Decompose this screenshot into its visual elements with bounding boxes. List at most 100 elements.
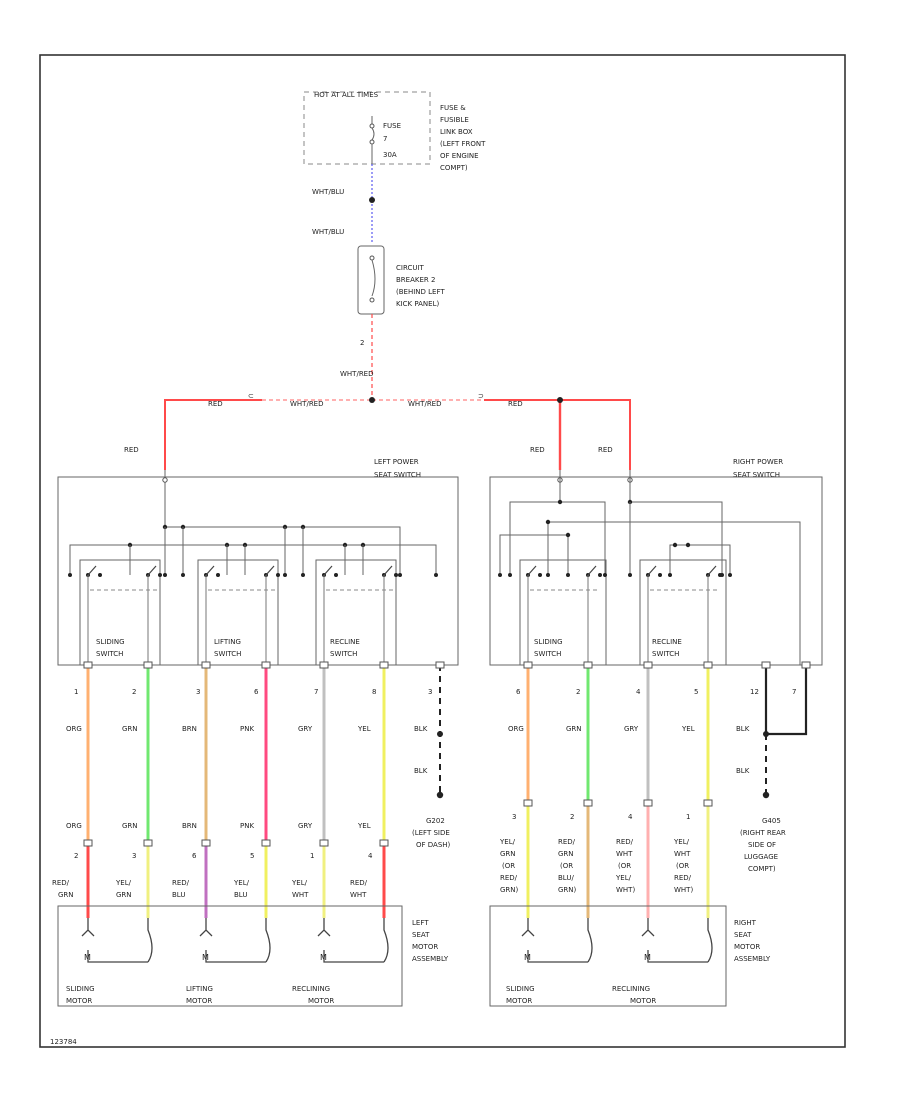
right-pin-bottom: 2 bbox=[570, 813, 574, 821]
motor-winding bbox=[87, 950, 148, 963]
svg-text:⊂: ⊂ bbox=[248, 392, 254, 400]
contact-arm bbox=[707, 565, 717, 576]
fuse-label: FUSE bbox=[383, 122, 401, 130]
contact-dot bbox=[668, 573, 672, 577]
svg-text:(OR: (OR bbox=[502, 862, 515, 870]
motor-terminal bbox=[383, 918, 389, 963]
contact-dot bbox=[158, 573, 162, 577]
left-pin-top: 2 bbox=[132, 688, 136, 696]
left-harness-wires bbox=[83, 661, 445, 918]
right-pin-top: 2 bbox=[576, 688, 580, 696]
ground-point bbox=[762, 791, 770, 799]
left-pin-bottom: 4 bbox=[368, 852, 373, 860]
contact-dot bbox=[163, 573, 167, 577]
left-feed-label: RED bbox=[124, 446, 139, 454]
left-pin-bottom: 5 bbox=[250, 852, 254, 860]
right-feed-label-1: RED bbox=[530, 446, 545, 454]
right-pin-top: 4 bbox=[636, 688, 641, 696]
left-pin-bottom: 2 bbox=[74, 852, 78, 860]
contact-dot bbox=[720, 573, 724, 577]
svg-text:WHT): WHT) bbox=[674, 886, 693, 894]
svg-text:SWITCH: SWITCH bbox=[96, 650, 123, 658]
right-pin-top: 12 bbox=[750, 688, 759, 696]
svg-text:RECLINING: RECLINING bbox=[292, 985, 330, 993]
wire-terminal bbox=[201, 839, 211, 847]
right-pin-top: 7 bbox=[792, 688, 796, 696]
svg-text:(OR: (OR bbox=[560, 862, 573, 870]
svg-text:RED/: RED/ bbox=[674, 874, 692, 882]
contact-dot bbox=[508, 573, 512, 577]
wire-terminal bbox=[583, 661, 593, 669]
wire-label-wht-blu-2: WHT/BLU bbox=[312, 228, 344, 236]
svg-text:(OR: (OR bbox=[618, 862, 631, 870]
contact-dot bbox=[598, 573, 602, 577]
left-wire-color: BLK bbox=[414, 767, 428, 775]
svg-text:RED/: RED/ bbox=[500, 874, 518, 882]
breaker-pin: 2 bbox=[360, 339, 364, 347]
right-pin-bottom: 3 bbox=[512, 813, 516, 821]
left-pin-top: 3 bbox=[428, 688, 432, 696]
left-wire-color-lower: PNK bbox=[240, 822, 254, 830]
ground-point bbox=[436, 791, 444, 799]
right-pin-top: 6 bbox=[516, 688, 521, 696]
svg-text:MOTOR: MOTOR bbox=[506, 997, 532, 1005]
right-pin-top: 5 bbox=[694, 688, 698, 696]
left-wire-labels: 1 2 3 6 7 8 3 ORG GRN BRN PNK GRY YEL BL… bbox=[52, 688, 451, 899]
wire-terminal bbox=[379, 661, 389, 669]
left-wire-color-lower: GRY bbox=[298, 822, 313, 830]
svg-text:LEFT: LEFT bbox=[412, 919, 429, 927]
svg-text:LINK BOX: LINK BOX bbox=[440, 128, 473, 136]
left-wire-color: BLK bbox=[414, 725, 428, 733]
motor-terminal bbox=[317, 918, 331, 937]
motor-m-label: M bbox=[320, 953, 327, 962]
left-pin-bottom: 3 bbox=[132, 852, 136, 860]
motor-winding bbox=[527, 950, 588, 963]
svg-text:RED/: RED/ bbox=[558, 838, 576, 846]
svg-text:GRN: GRN bbox=[558, 850, 574, 858]
svg-text:YEL/: YEL/ bbox=[291, 879, 308, 887]
svg-text:YEL/: YEL/ bbox=[233, 879, 250, 887]
contact-dot bbox=[398, 573, 402, 577]
power-bus: ⊂ ⊃ bbox=[164, 392, 631, 470]
svg-text:BLU: BLU bbox=[172, 891, 185, 899]
contact-arm bbox=[527, 565, 537, 576]
svg-text:SEAT SWITCH: SEAT SWITCH bbox=[733, 471, 780, 479]
contact-dot bbox=[658, 573, 662, 577]
ground-wire-blk bbox=[764, 665, 808, 736]
svg-text:RECLINING: RECLINING bbox=[612, 985, 650, 993]
svg-text:KICK PANEL): KICK PANEL) bbox=[396, 300, 439, 308]
wire-terminal bbox=[261, 839, 271, 847]
contact-dot bbox=[546, 573, 550, 577]
svg-text:FUSE &: FUSE & bbox=[440, 104, 466, 112]
contact-arm bbox=[265, 565, 275, 576]
svg-text:MOTOR: MOTOR bbox=[308, 997, 334, 1005]
svg-text:BLU/: BLU/ bbox=[558, 874, 574, 882]
wire-terminal bbox=[319, 661, 329, 669]
svg-text:SEAT: SEAT bbox=[734, 931, 752, 939]
left-pin-top: 8 bbox=[372, 688, 376, 696]
contact-dot bbox=[538, 573, 542, 577]
left-wire-color: ORG bbox=[66, 725, 82, 733]
contact-arm bbox=[87, 565, 97, 576]
motor-terminal bbox=[707, 918, 713, 963]
contact-dot bbox=[498, 573, 502, 577]
svg-text:LEFT POWER: LEFT POWER bbox=[374, 458, 419, 466]
contact-dot bbox=[68, 573, 72, 577]
wire-terminal bbox=[379, 839, 389, 847]
motor-terminal bbox=[199, 918, 213, 937]
contact-arm bbox=[587, 565, 597, 576]
svg-text:SLIDING: SLIDING bbox=[96, 638, 125, 646]
wire-terminal bbox=[143, 839, 153, 847]
contact-dot bbox=[98, 573, 102, 577]
right-wire-color: BLK bbox=[736, 767, 750, 775]
svg-text:MOTOR: MOTOR bbox=[412, 943, 438, 951]
motor-winding bbox=[323, 950, 384, 963]
svg-text:CIRCUIT: CIRCUIT bbox=[396, 264, 425, 272]
wire-terminal bbox=[523, 661, 533, 669]
bus-label-left-wht-red: WHT/RED bbox=[290, 400, 324, 408]
contact-arm bbox=[205, 565, 215, 576]
left-ground-description: G202 (LEFT SIDE OF DASH) bbox=[412, 817, 451, 849]
wire-terminal bbox=[801, 661, 811, 669]
motor-m-label: M bbox=[524, 953, 531, 962]
svg-text:ASSEMBLY: ASSEMBLY bbox=[412, 955, 449, 963]
